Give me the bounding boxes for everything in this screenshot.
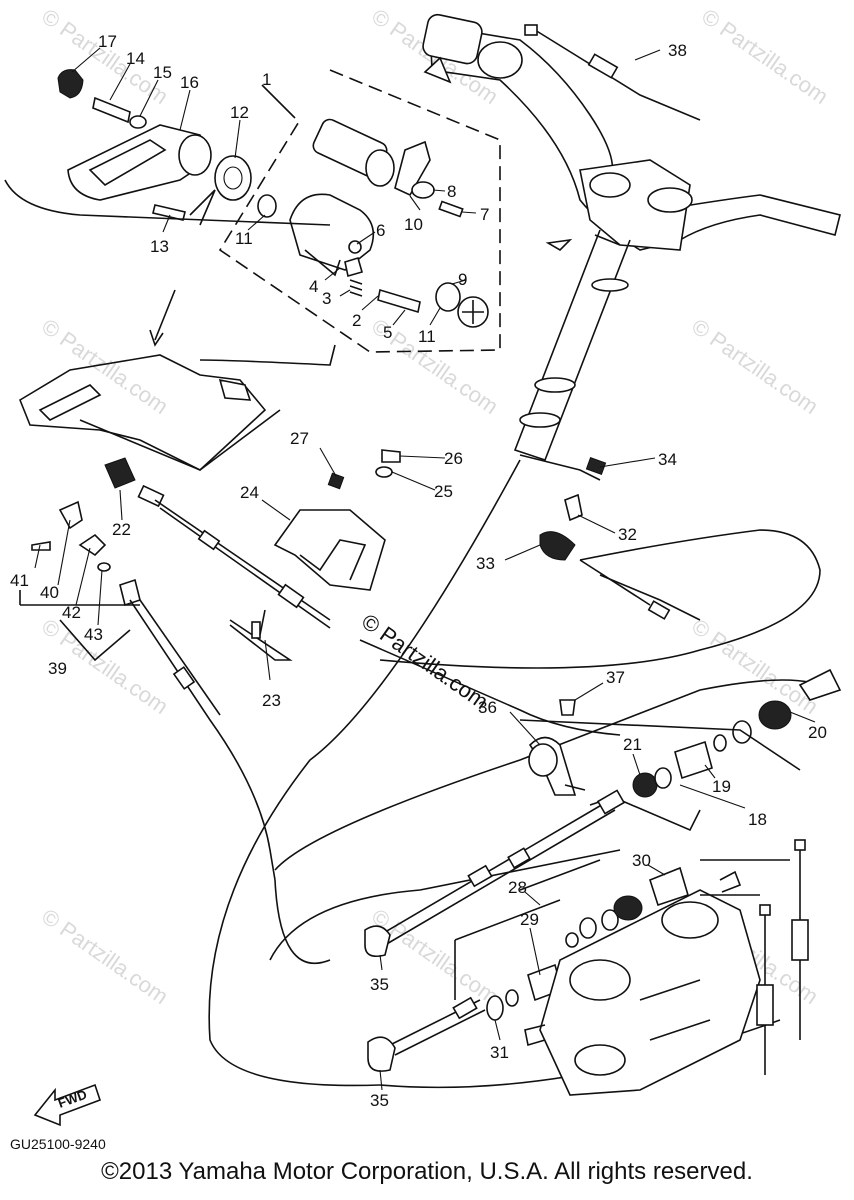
callout-18: 18 [748, 810, 767, 829]
callout-39: 39 [48, 659, 67, 678]
handlebar [422, 13, 841, 251]
callout-9: 9 [458, 270, 467, 289]
callout-1: 1 [262, 70, 271, 89]
cable-end-parts [19, 500, 276, 881]
callout-30: 30 [632, 851, 651, 870]
callout-15: 15 [153, 63, 172, 82]
callout-26: 26 [444, 449, 463, 468]
callout-42: 42 [62, 603, 81, 622]
callout-11-upper: 11 [235, 229, 253, 248]
callout-4: 4 [309, 277, 318, 296]
callout-35-lower: 35 [370, 1091, 389, 1110]
callout-25: 25 [434, 482, 453, 501]
callout-31: 31 [490, 1043, 509, 1062]
callout-5: 5 [383, 323, 392, 342]
diagram-code: GU25100-9240 [10, 1136, 106, 1152]
assembled-lever-view [19, 344, 336, 471]
callout-23: 23 [262, 691, 281, 710]
callout-16: 16 [180, 73, 199, 92]
callout-22: 22 [112, 520, 131, 539]
callout-10: 10 [404, 215, 423, 234]
callout-32: 32 [618, 525, 637, 544]
watermark: © Partzilla.com [37, 4, 173, 110]
copyright-notice: ©2013 Yamaha Motor Corporation, U.S.A. A… [101, 1158, 753, 1185]
callout-24: 24 [240, 483, 259, 502]
callout-12: 12 [230, 103, 249, 122]
callout-41: 41 [10, 571, 29, 590]
callout-19: 19 [712, 777, 731, 796]
callout-11-lower: 11 [418, 327, 436, 346]
watermark: © Partzilla.com [37, 904, 173, 1010]
callout-27: 27 [290, 429, 309, 448]
callout-43: 43 [84, 625, 103, 644]
callout-38: 38 [668, 41, 687, 60]
center-watermark: © Partzilla.com [357, 609, 493, 715]
callout-2: 2 [352, 311, 361, 330]
callout-21: 21 [623, 735, 642, 754]
watermark: © Partzilla.com [687, 614, 823, 720]
callout-36: 36 [478, 698, 497, 717]
callout-20: 20 [808, 723, 827, 742]
throttle-lever-assembly [218, 69, 501, 353]
cable-clamp [528, 699, 586, 796]
callout-arrow [154, 289, 176, 341]
callout-29: 29 [520, 910, 539, 929]
watermark: © Partzilla.com [37, 314, 173, 420]
callout-8: 8 [447, 182, 456, 201]
cable-routing [208, 459, 831, 1089]
callout-6: 6 [376, 221, 385, 240]
callout-17: 17 [98, 32, 117, 51]
callout-14: 14 [126, 49, 145, 68]
throttle-cable [104, 449, 401, 661]
choke-cable [539, 456, 671, 620]
callout-40: 40 [40, 583, 59, 602]
steering-column [513, 229, 631, 481]
throttle-housing-parts [57, 69, 277, 226]
group-outline [4, 179, 331, 226]
fwd-arrow-icon: FWD [33, 1083, 102, 1127]
callout-37: 37 [606, 668, 625, 687]
callout-34: 34 [658, 450, 677, 469]
callout-33: 33 [476, 554, 495, 573]
callout-7: 7 [480, 205, 489, 224]
leader-lines [34, 47, 816, 1091]
part-number-labels: 1 2 3 4 5 6 7 8 9 10 11 11 12 13 14 15 1… [10, 32, 827, 1110]
watermark: © Partzilla.com [687, 314, 823, 420]
carburetor-assembly [524, 870, 761, 1096]
callout-13: 13 [150, 237, 169, 256]
callout-3: 3 [322, 289, 331, 308]
watermark: © Partzilla.com [697, 4, 833, 110]
right-vertical-cables [700, 839, 809, 1075]
callout-28: 28 [508, 878, 527, 897]
callout-35-upper: 35 [370, 975, 389, 994]
